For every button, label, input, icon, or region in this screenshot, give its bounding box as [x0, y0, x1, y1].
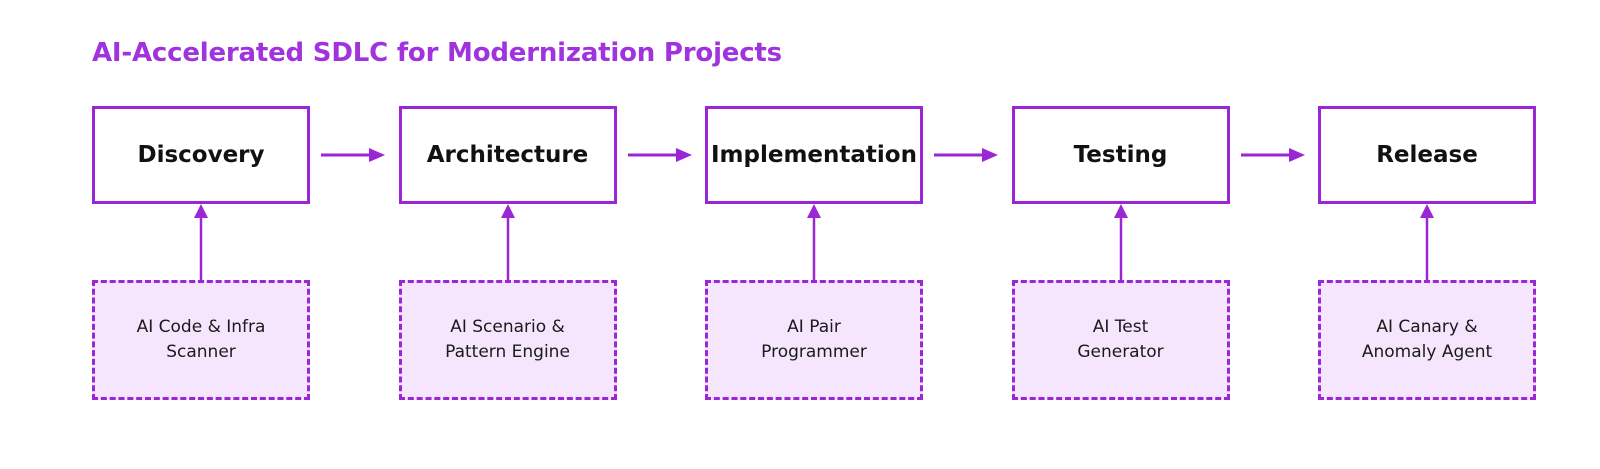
flow-arrow-3 [923, 106, 1012, 204]
ai-tool-box-architecture[interactable]: AI Scenario & Pattern Engine [398, 280, 617, 400]
ai-tool-label-line: AI Test [1092, 317, 1149, 338]
stage-box-architecture[interactable]: Architecture [398, 106, 617, 204]
ai-tool-label: AI Scenario & Pattern Engine [445, 315, 570, 364]
ai-tool-label-line: Anomaly Agent [1361, 342, 1493, 362]
tool-spacer [617, 280, 706, 400]
ai-tool-label-line: Programmer [761, 342, 867, 362]
flow-arrow-1 [310, 106, 399, 204]
connector-spacer [1230, 204, 1319, 280]
stage-label: Release [1376, 142, 1478, 168]
connector-spacer [923, 204, 1012, 280]
connector-spacer [310, 204, 399, 280]
ai-tool-box-discovery[interactable]: AI Code & Infra Scanner [92, 280, 310, 400]
ai-tool-label-line: Scanner [166, 342, 236, 362]
ai-tool-label-line: Pattern Engine [445, 342, 570, 362]
stage-box-release[interactable]: Release [1318, 106, 1536, 204]
ai-tool-label-line: AI Canary & [1376, 317, 1478, 338]
ai-tool-label: AI Pair Programmer [761, 315, 867, 364]
flow-arrow-4 [1230, 106, 1319, 204]
stage-flow-row: Discovery Architecture Implementation [92, 106, 1536, 204]
ai-tool-label: AI Test Generator [1077, 315, 1163, 364]
connector-arrow-discovery [92, 204, 310, 280]
tool-spacer [310, 280, 399, 400]
ai-tool-box-testing[interactable]: AI Test Generator [1011, 280, 1230, 400]
ai-tool-label-line: AI Code & Infra [136, 317, 266, 338]
flow-arrow-2 [617, 106, 706, 204]
stage-label: Implementation [711, 142, 917, 168]
ai-tool-box-implementation[interactable]: AI Pair Programmer [705, 280, 923, 400]
ai-tool-label-line: AI Pair [787, 317, 841, 338]
ai-tool-label-line: AI Scenario & [450, 317, 565, 338]
connector-spacer [617, 204, 706, 280]
stage-label: Architecture [426, 142, 589, 168]
stage-label: Discovery [137, 142, 265, 168]
connector-arrow-row [92, 204, 1536, 280]
stage-box-discovery[interactable]: Discovery [92, 106, 310, 204]
tool-spacer [923, 280, 1012, 400]
connector-arrow-testing [1012, 204, 1230, 280]
ai-tool-label: AI Canary & Anomaly Agent [1362, 315, 1492, 364]
connector-arrow-release [1318, 204, 1536, 280]
ai-tool-label: AI Code & Infra Scanner [137, 315, 266, 364]
ai-tool-row: AI Code & Infra Scanner AI Scenario & Pa… [92, 280, 1536, 400]
ai-tool-box-release[interactable]: AI Canary & Anomaly Agent [1318, 280, 1536, 400]
page-title: AI-Accelerated SDLC for Modernization Pr… [92, 38, 782, 68]
stage-label: Testing [1073, 142, 1168, 168]
connector-arrow-implementation [705, 204, 923, 280]
connector-arrow-architecture [399, 204, 617, 280]
ai-tool-label-line: Generator [1077, 342, 1164, 362]
stage-box-implementation[interactable]: Implementation [705, 106, 923, 204]
tool-spacer [1230, 280, 1319, 400]
stage-box-testing[interactable]: Testing [1011, 106, 1230, 204]
